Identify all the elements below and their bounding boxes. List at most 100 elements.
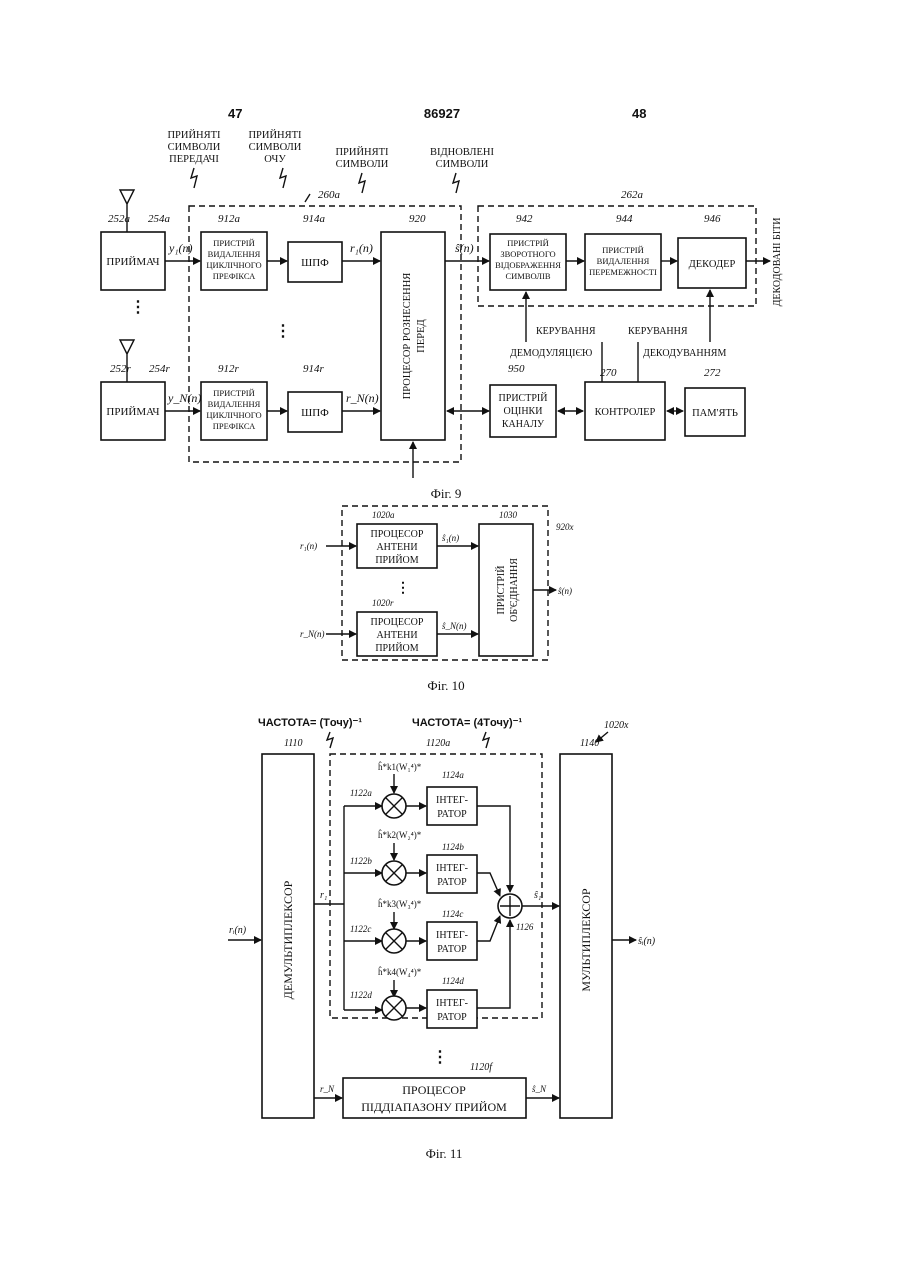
- figure-9: ПРИЙНЯТІ СИМВОЛИ ПЕРЕДАЧІ ПРИЙНЯТІ СИМВО…: [101, 129, 783, 501]
- ref-252r: 252r: [110, 363, 132, 375]
- deint-line3: ПЕРЕМЕЖНОСТІ: [589, 267, 657, 277]
- ref-944: 944: [616, 213, 633, 225]
- demap-line4: СИМВОЛІВ: [505, 271, 550, 281]
- arrow-int2-sum: [477, 873, 500, 896]
- chest-line3: КАНАЛУ: [502, 419, 545, 430]
- ref-260a: 260a: [318, 189, 341, 201]
- f10-signal-sn: ŝ_N(n): [442, 621, 467, 631]
- ref-942: 942: [516, 213, 533, 225]
- ref-254a: 254a: [148, 213, 171, 225]
- lightning-arrow-3: [359, 173, 365, 193]
- combiner-line2: ОБ'ЄДНАННЯ: [509, 558, 520, 622]
- f10-signal-s1: ŝ₁(n): [442, 533, 459, 543]
- ref-914a: 914a: [303, 213, 326, 225]
- processor-line2: ПЕРЕД: [416, 319, 427, 352]
- ref-1020r: 1020r: [372, 598, 394, 608]
- label-recovered-1: ВІДНОВЛЕНІ: [430, 147, 495, 158]
- demod-ctrl-2: ДЕМОДУЛЯЦІЄЮ: [510, 348, 592, 359]
- label-rx-tx-symbols-1: ПРИЙНЯТІ: [167, 129, 221, 141]
- ref-1122c: 1122c: [350, 924, 371, 934]
- f10-signal-s: ŝ(n): [558, 586, 572, 596]
- leader-260a: [305, 194, 310, 202]
- left-page-number: 47: [228, 106, 242, 121]
- apn-line1: ПРОЦЕСОР: [371, 617, 424, 628]
- cpn-line3: ЦИКЛІЧНОГО: [206, 410, 261, 420]
- ref-1140: 1140: [580, 738, 599, 749]
- ap1-line2: АНТЕНИ: [376, 542, 417, 553]
- fig9-caption: Фіг. 9: [431, 486, 462, 501]
- freq-label-2: ЧАСТОТА= (4Tочу)⁻¹: [412, 717, 522, 729]
- ref-1030: 1030: [499, 510, 518, 520]
- deint-line1: ПРИСТРІЙ: [602, 245, 644, 255]
- signal-yn: y_N(n): [167, 391, 201, 405]
- ref-946: 946: [704, 213, 721, 225]
- ref-1124a: 1124a: [442, 770, 464, 780]
- ref-1126: 1126: [516, 922, 534, 932]
- cp1-line4: ПРЕФІКСА: [213, 271, 256, 281]
- int3-line2: РАТОР: [437, 944, 467, 955]
- coef-1: ĥ*k1(W₁⁴)*: [378, 762, 422, 772]
- apn-line2: АНТЕНИ: [376, 630, 417, 641]
- label-rx-symbols-1: ПРИЙНЯТІ: [335, 146, 389, 158]
- deint-line2: ВИДАЛЕННЯ: [597, 256, 650, 266]
- processor-line1: ПРОЦЕСОР РОЗНЕСЕННЯ: [402, 273, 413, 400]
- ellipsis-dots-4: ⋮: [432, 1049, 448, 1066]
- decode-ctrl-2: ДЕКОДУВАННЯМ: [643, 348, 726, 359]
- mux-label: МУЛЬТИПЛЕКСОР: [579, 888, 593, 991]
- decoder-label: ДЕКОДЕР: [689, 259, 736, 270]
- int2-line1: ІНТЕГ-: [436, 863, 468, 874]
- ref-920x: 920x: [556, 522, 574, 532]
- signal-y1: y₁(n): [168, 241, 193, 255]
- signal-rn: r_N(n): [346, 391, 379, 405]
- demap-line1: ПРИСТРІЙ: [507, 238, 549, 248]
- label-rx-ochu-3: ОЧУ: [264, 154, 286, 165]
- signal-s: ŝ(n): [455, 241, 474, 255]
- controller-label: КОНТРОЛЕР: [595, 407, 656, 418]
- fig11-caption: Фіг. 11: [426, 1146, 463, 1161]
- right-page-number: 48: [632, 106, 646, 121]
- ref-1122a: 1122a: [350, 788, 372, 798]
- ref-1020x: 1020x: [604, 720, 629, 731]
- int4-line2: РАТОР: [437, 1012, 467, 1023]
- label-rx-tx-symbols-3: ПЕРЕДАЧІ: [169, 154, 219, 165]
- ref-1124d: 1124d: [442, 976, 464, 986]
- demux-label: ДЕМУЛЬТИПЛЕКСОР: [281, 880, 295, 999]
- ref-254r: 254r: [149, 363, 171, 375]
- subband-line1: ПРОЦЕСОР: [402, 1083, 466, 1097]
- cpn-line1: ПРИСТРІЙ: [213, 388, 255, 398]
- ref-920: 920: [409, 213, 426, 225]
- lightning-arrow-4: [453, 173, 459, 193]
- lightning-arrow-6: [483, 732, 489, 748]
- f11-signal-rn: r_N: [320, 1084, 335, 1094]
- label-rx-ochu-2: СИМВОЛИ: [249, 142, 302, 153]
- receiver-n-label: ПРИЙМАЧ: [106, 406, 159, 418]
- cpn-line4: ПРЕФІКСА: [213, 421, 256, 431]
- figure-11: 1020x ЧАСТОТА= (Tочу)⁻¹ ЧАСТОТА= (4Tочу)…: [228, 717, 656, 1161]
- demod-ctrl-1: КЕРУВАННЯ: [536, 326, 596, 337]
- patent-number: 86927: [424, 106, 460, 121]
- ellipsis-dots-2: ⋮: [275, 323, 291, 340]
- fig10-caption: Фіг. 10: [427, 678, 464, 693]
- arrow-int3-sum: [477, 916, 500, 941]
- apn-line3: ПРИЙОМ: [375, 642, 418, 654]
- ellipsis-dots-1: ⋮: [130, 299, 146, 316]
- diversity-processor: [381, 232, 445, 440]
- ref-270: 270: [600, 367, 617, 379]
- subband-line2: ПІДДІАПАЗОНУ ПРИЙОМ: [361, 1100, 507, 1114]
- cp1-line1: ПРИСТРІЙ: [213, 238, 255, 248]
- f11-signal-s1: ŝ₁: [534, 890, 541, 901]
- int1-line2: РАТОР: [437, 809, 467, 820]
- ref-950: 950: [508, 363, 525, 375]
- memory-label: ПАМ'ЯТЬ: [692, 408, 738, 419]
- ref-1122d: 1122d: [350, 990, 372, 1000]
- label-rx-ochu-1: ПРИЙНЯТІ: [248, 129, 302, 141]
- int1-line1: ІНТЕГ-: [436, 795, 468, 806]
- arrow-int1-sum: [477, 806, 510, 892]
- f11-signal-sn: ŝ_N: [532, 1084, 547, 1094]
- f11-signal-ri: rᵢ(n): [229, 925, 247, 936]
- coef-4: ĥ*k4(W₄⁴)*: [378, 967, 422, 977]
- coef-2: ĥ*k2(W₂⁴)*: [378, 830, 422, 840]
- demap-line3: ВІДОБРАЖЕННЯ: [495, 260, 561, 270]
- ref-1020a: 1020a: [372, 510, 395, 520]
